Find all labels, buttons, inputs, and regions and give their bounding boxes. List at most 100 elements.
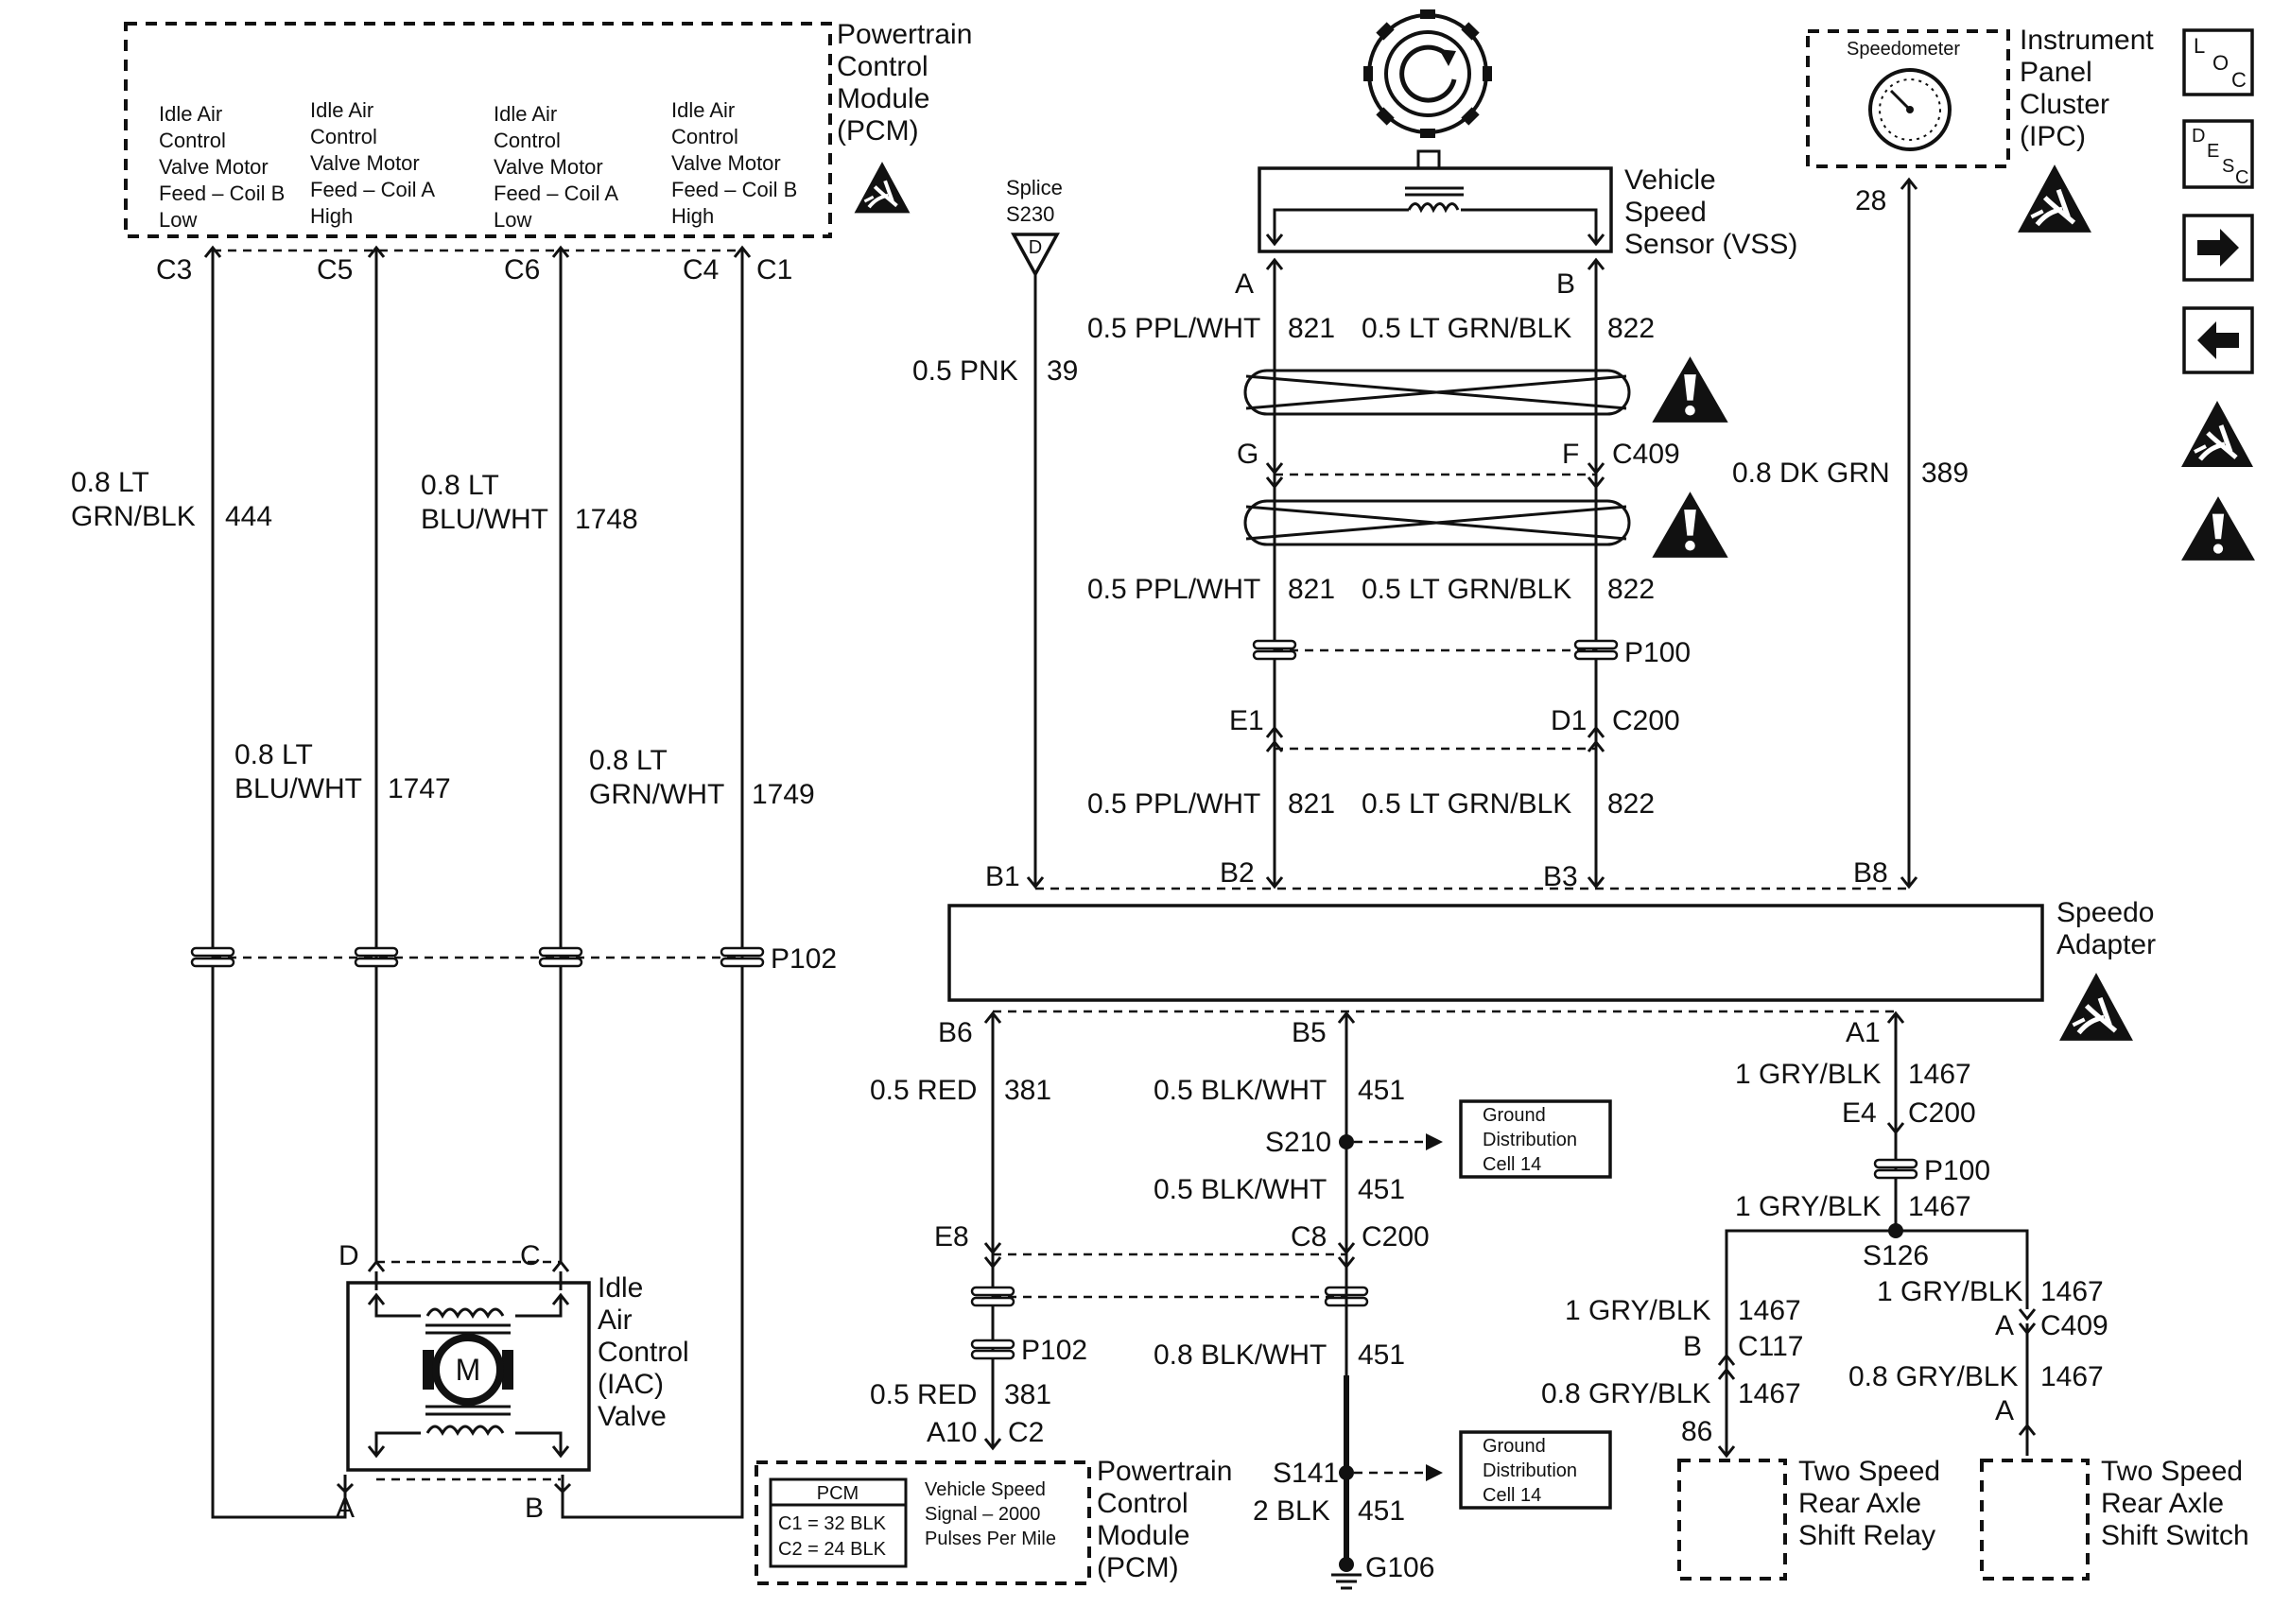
w444-color2: GRN/BLK [71, 501, 196, 532]
iac-valve-box [346, 1281, 591, 1472]
c409-right-chevrons [2018, 1308, 2037, 1336]
c409-right-label: C409 [2040, 1310, 2108, 1341]
pcm-top-box [124, 22, 832, 238]
cell1-line-3: Cell 14 [1483, 1154, 1541, 1175]
p102-bottom-label: P102 [1021, 1335, 1087, 1366]
vss-pin-f: F [1562, 439, 1579, 470]
s210-arrow-icon [1426, 1133, 1443, 1150]
w1467-color-1: 1 GRY/BLK [1735, 1059, 1882, 1090]
vss-box [1258, 166, 1613, 253]
pcm-table-head: PCM [817, 1483, 859, 1504]
adapter-pin-b5: B5 [1292, 1017, 1327, 1048]
feed-2-line-3: Valve Motor [310, 151, 420, 175]
feed-4-line-4: Feed – Coil B [671, 178, 797, 201]
desc-c: C [2235, 167, 2248, 188]
w1467-num-1: 1467 [1908, 1059, 1971, 1090]
iac-title-5: Valve [598, 1401, 667, 1432]
w822-num-3: 822 [1607, 788, 1655, 820]
loc-c: C [2231, 68, 2247, 92]
c200-bottom-label: C200 [1362, 1221, 1430, 1253]
pcm-feed-labels: Idle Air Control Valve Motor Feed – Coil… [159, 98, 797, 232]
w381-num-2: 381 [1004, 1379, 1051, 1410]
warning-icon [1652, 356, 1728, 423]
esd-legend-icon [2181, 401, 2253, 467]
pcm-top-title-2: Control [837, 51, 928, 82]
location-icon: L O C [2182, 28, 2254, 96]
cell1-line-2: Distribution [1483, 1130, 1577, 1150]
w822-num-1: 822 [1607, 313, 1655, 344]
arrow-right-icon[interactable] [2182, 214, 2254, 282]
w451-color-4: 2 BLK [1253, 1495, 1330, 1527]
arrow-left-icon[interactable] [2182, 306, 2254, 374]
w822-num-2: 822 [1607, 574, 1655, 605]
iac-top-coil [425, 1307, 505, 1320]
pin-e8: E8 [934, 1221, 969, 1253]
ground-cell-box-2 [1459, 1430, 1612, 1510]
iac-title: Idle Air Control (IAC) Valve [598, 1272, 689, 1432]
w1467-color-3: 1 GRY/BLK [1565, 1295, 1711, 1326]
w1748-num: 1748 [575, 504, 638, 535]
switch-pin-a-1: A [1995, 1310, 2014, 1341]
wire-389-color: 0.8 DK GRN [1732, 458, 1890, 489]
feed-2-line-5: High [310, 204, 353, 228]
w451-num-2: 451 [1358, 1174, 1405, 1205]
iac-pin-b: B [525, 1493, 544, 1524]
adapter-pin-a1: A1 [1846, 1017, 1881, 1048]
w451-color-2: 0.5 BLK/WHT [1154, 1174, 1327, 1205]
relay-pin-chevron [1717, 1445, 1736, 1459]
splice-triangle [1011, 233, 1060, 278]
w451-num-1: 451 [1358, 1075, 1405, 1106]
vss-title-1: Vehicle [1624, 164, 1716, 196]
vss-title-2: Speed [1624, 197, 1707, 228]
w821-num-1: 821 [1288, 313, 1335, 344]
w822-color-1: 0.5 LT GRN/BLK [1362, 313, 1571, 344]
splice-label-2: S230 [1006, 202, 1054, 226]
feed-3-line-1: Idle Air [494, 102, 557, 126]
ipc-box [1806, 29, 2010, 168]
iac-pin-c: C [520, 1240, 541, 1271]
w451-num-4: 451 [1358, 1495, 1405, 1527]
ground-cell-box-1 [1459, 1099, 1612, 1179]
feed-4-line-1: Idle Air [671, 98, 735, 122]
g106-label: G106 [1365, 1552, 1434, 1583]
iac-top-chevrons [367, 1259, 570, 1272]
w451-color-1: 0.5 BLK/WHT [1154, 1075, 1327, 1106]
switch-pin-chevron [2018, 1423, 2037, 1436]
adapter-title-1: Speedo [2056, 897, 2154, 928]
wire-1467-branch [1725, 1229, 2029, 1456]
ipc-title: Instrument Panel Cluster (IPC) [2020, 25, 2154, 152]
w821-num-2: 821 [1288, 574, 1335, 605]
pcm-bottom-box [755, 1460, 1091, 1585]
desc-e: E [2207, 141, 2219, 162]
relay-pin-86: 86 [1681, 1416, 1712, 1447]
w444-num: 444 [225, 501, 272, 532]
p100-right-label: P100 [1924, 1155, 1990, 1186]
w1467-num-3: 1467 [1738, 1295, 1801, 1326]
relay-title-3: Shift Relay [1798, 1520, 1935, 1551]
relay-title-1: Two Speed [1798, 1456, 1940, 1487]
pin-c3: C3 [156, 254, 192, 285]
description-icon: D E S C [2182, 119, 2254, 189]
ipc-title-1: Instrument [2020, 25, 2154, 56]
p100-label: P100 [1624, 637, 1691, 668]
ipc-title-3: Cluster [2020, 89, 2109, 120]
iac-title-1: Idle [598, 1272, 643, 1304]
c117-label: C117 [1738, 1331, 1804, 1362]
relay-title-2: Rear Axle [1798, 1488, 1921, 1519]
vss-pin-e1: E1 [1229, 705, 1264, 736]
feed-1-line-5: Low [159, 208, 197, 232]
w1467-color-4: 0.8 GRY/BLK [1541, 1378, 1711, 1409]
feed-1-line-1: Idle Air [159, 102, 222, 126]
w1467-num-2: 1467 [1908, 1191, 1971, 1222]
cell2-line-2: Distribution [1483, 1460, 1577, 1481]
splice-letter: D [1029, 237, 1042, 258]
esd-icon [2018, 164, 2091, 233]
cell2-line-1: Ground [1483, 1436, 1546, 1457]
pcm-bottom-title-1: Powertrain [1097, 1456, 1232, 1487]
wire-39-num: 39 [1047, 355, 1078, 387]
pcm-pins: C3 C5 C6 C4 C1 [156, 254, 792, 285]
vss-shaft [1416, 149, 1441, 170]
vss-pin-a: A [1235, 268, 1254, 300]
feed-2-line-1: Idle Air [310, 98, 373, 122]
